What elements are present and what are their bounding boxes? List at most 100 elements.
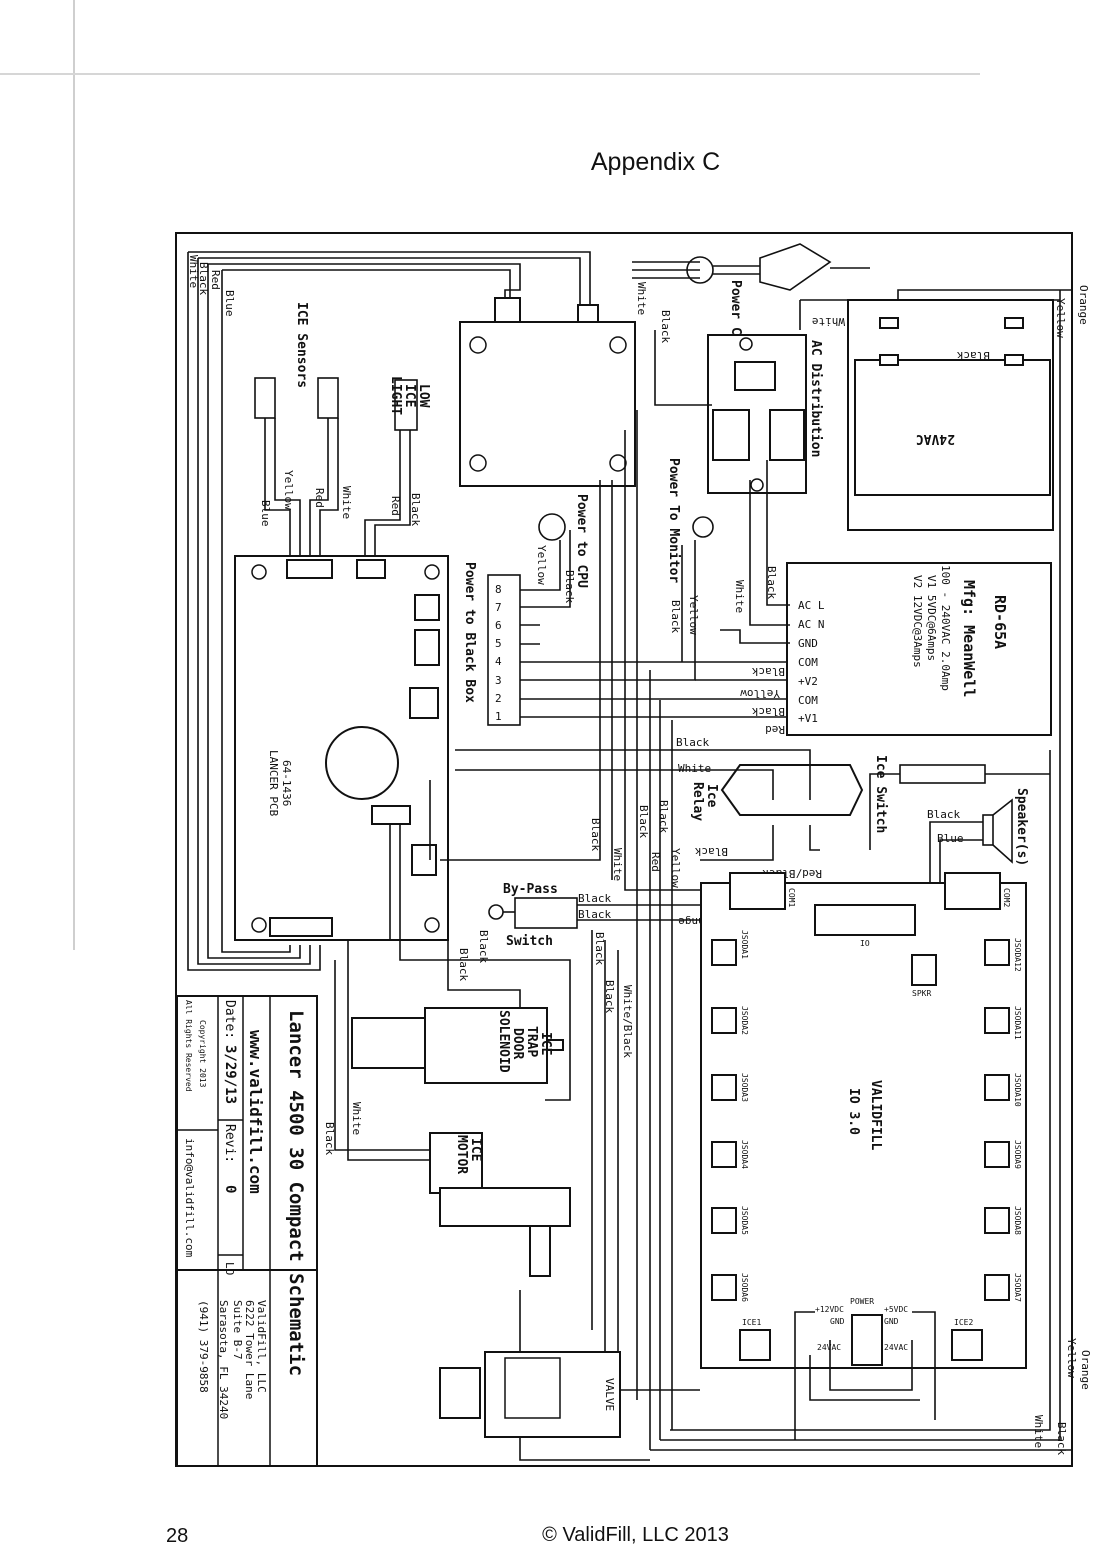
cpu-transformer <box>459 297 636 487</box>
solenoid <box>351 1007 564 1084</box>
wire-label-red-sensor: Red <box>313 488 326 508</box>
tb-copyright-1: Copyright 2013 <box>198 1020 207 1088</box>
wire-label-yellow-sensor: Yellow <box>282 470 295 510</box>
term-gnd: GND <box>798 637 818 650</box>
pin-4: 4 <box>495 655 502 668</box>
io-vac1: 24VAC <box>817 1343 841 1352</box>
ice-relay-label-1: Ice <box>704 784 719 808</box>
jsoda-left-4-label: JSODA4 <box>740 1140 749 1169</box>
wire-label-black-bottom: Black <box>1055 1422 1068 1455</box>
jsoda-right-2-label: JSODA11 <box>1013 1006 1022 1040</box>
tb-date: 3/29/13 <box>222 1045 238 1104</box>
ice-motor <box>429 1132 571 1277</box>
wire-label-black-relay: Black <box>676 736 709 749</box>
solenoid-1: ICE <box>538 1032 553 1055</box>
rd65a-v2: V2 12VDC@3Amps <box>911 575 924 668</box>
io-jsoda-connectors: JSODA1JSODA2JSODA3JSODA4JSODA5JSODA6JSOD… <box>711 930 1022 1302</box>
tb-lo: LO <box>223 1262 236 1275</box>
io-com2: COM2 <box>1002 888 1011 907</box>
io-p12: +12VDC <box>815 1305 844 1314</box>
pin-8: 8 <box>495 583 502 596</box>
jsoda-right-1-label: JSODA12 <box>1013 938 1022 972</box>
wire-label-blue-sensor: Blue <box>259 500 272 527</box>
io-com1: COM1 <box>787 888 796 907</box>
right-side-wires <box>650 280 1073 1451</box>
pin-1: 1 <box>495 710 502 723</box>
tb-website: www.validfill.com <box>246 1030 265 1194</box>
wire-label-blue-speaker: Blue <box>937 832 964 845</box>
valve <box>439 1351 621 1438</box>
wire-label-black-monitor: Black <box>669 600 682 633</box>
io-board <box>700 872 1027 1369</box>
pin-6: 6 <box>495 619 502 632</box>
wire-label-black-mid4: Black <box>593 932 606 965</box>
wire-label-black-solenoid2: Black <box>477 930 490 963</box>
power-to-black-box-label: Power to Black Box <box>462 562 477 703</box>
power-cord-plug <box>632 243 870 291</box>
wire-label-white-top: White <box>187 255 200 288</box>
page-number: 28 <box>166 1525 189 1547</box>
io-power-wires <box>794 1311 936 1440</box>
ice-switch-label: Ice Switch <box>873 755 888 833</box>
jsoda-left-5-label: JSODA5 <box>740 1206 749 1235</box>
speaker-label: Speaker(s) <box>1014 788 1029 866</box>
wire-label-black-light: Black <box>409 493 422 526</box>
solenoid-4: SOLENOID <box>496 1010 511 1073</box>
bypass-switch <box>488 897 710 929</box>
wire-label-black-speaker: Black <box>927 808 960 821</box>
rd65a-power-supply <box>786 562 1052 736</box>
rd65a-model: RD-65A <box>991 595 1009 649</box>
wire-label-red-light: Red <box>389 496 402 516</box>
wire-label-black-mid5: Black <box>603 980 616 1013</box>
lower-left-wires <box>334 760 650 1461</box>
low-ice-light-3: LIGHT <box>388 376 403 415</box>
jsoda-right-5-label: JSODA8 <box>1013 1206 1022 1235</box>
ac-distribution-block <box>707 334 807 494</box>
wire-label-white-motor: White <box>350 1102 363 1135</box>
bypass-label-1: By-Pass <box>503 882 558 897</box>
ice-switch <box>869 764 1050 850</box>
ice-relay <box>455 749 864 861</box>
header-horizontal-rule <box>0 73 980 75</box>
term-com1: COM <box>798 656 818 669</box>
power-to-monitor-label: Power To Monitor <box>666 458 681 583</box>
ice-relay-label-2: Relay <box>690 782 705 821</box>
transformer-24vac <box>847 299 1054 531</box>
wire-label-white-rd: White <box>733 580 746 613</box>
jsoda-left-3-label: JSODA3 <box>740 1073 749 1102</box>
tb-company-4: Sarasota, FL 34240 <box>217 1300 230 1419</box>
rd65a-input: 100 - 240VAC 2.0Amp <box>939 565 952 691</box>
jsoda-left-4-connector <box>711 1141 737 1168</box>
cpu-power-connector <box>487 513 790 726</box>
wire-label-black-com: Black <box>752 665 785 678</box>
tb-copyright-2: All Rights Reserved <box>184 1000 193 1092</box>
left-wire-bundle <box>187 251 591 971</box>
wire-label-black-cord: Black <box>659 310 672 343</box>
low-ice-light-1: LOW <box>416 384 431 408</box>
wire-label-red-v1: Red <box>765 723 785 736</box>
jsoda-right-6-label: JSODA7 <box>1013 1273 1022 1302</box>
jsoda-left-6-label: JSODA6 <box>740 1273 749 1302</box>
wire-label-black-cpu: Black <box>563 570 576 603</box>
io-board-label-2: IO 3.0 <box>846 1088 861 1135</box>
wire-label-yellow-monitor: Yellow <box>687 595 700 635</box>
tb-company-1: ValidFill, LLC <box>255 1300 268 1393</box>
io-gnd2: GND <box>884 1317 899 1326</box>
jsoda-left-2-label: JSODA2 <box>740 1006 749 1035</box>
jsoda-right-3-connector <box>984 1074 1010 1101</box>
valve-label: VALVE <box>603 1378 616 1411</box>
term-acl: AC L <box>798 599 825 612</box>
cpu-pins: 8 7 6 5 4 3 2 1 <box>495 583 502 723</box>
jsoda-right-4-label: JSODA9 <box>1013 1140 1022 1169</box>
tb-date-label: Date: <box>222 1000 237 1039</box>
mid-vertical-wires <box>440 410 710 1450</box>
wire-label-black-solenoid: Black <box>457 948 470 981</box>
rd65a-terminals: AC L AC N GND COM +V2 COM +V1 <box>798 599 825 725</box>
wire-label-white-bottom: White <box>1032 1415 1045 1448</box>
term-com2: COM <box>798 694 818 707</box>
jsoda-right-5-connector <box>984 1207 1010 1234</box>
wire-label-black-top: Black <box>197 262 210 295</box>
wire-label-yellow-cpu: Yellow <box>535 545 548 585</box>
power-to-cpu-label: Power to CPU <box>574 494 589 588</box>
io-spkr: SPKR <box>912 989 931 998</box>
